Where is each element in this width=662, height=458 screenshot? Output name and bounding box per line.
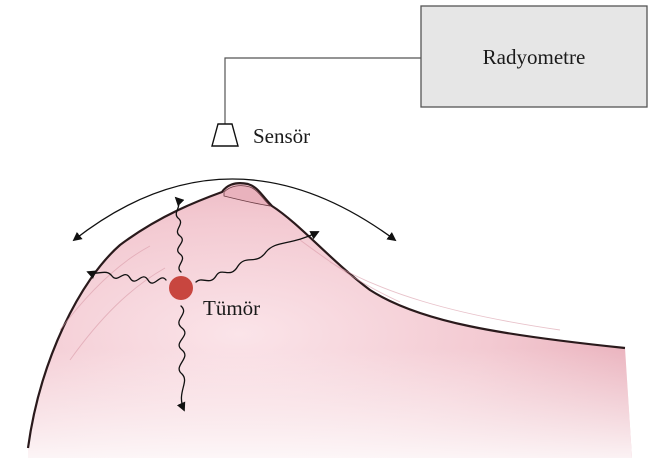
radiometer-box: Radyometre (421, 6, 647, 107)
sensor: Sensör (212, 124, 310, 148)
tissue-fade (28, 183, 632, 458)
tumor-dot (169, 276, 193, 300)
radiometer-label: Radyometre (483, 45, 586, 69)
sensor-cable (225, 58, 421, 124)
sensor-label: Sensör (253, 124, 310, 148)
tumor-label: Tümör (203, 296, 260, 320)
tissue (28, 183, 632, 458)
sensor-icon (212, 124, 238, 146)
